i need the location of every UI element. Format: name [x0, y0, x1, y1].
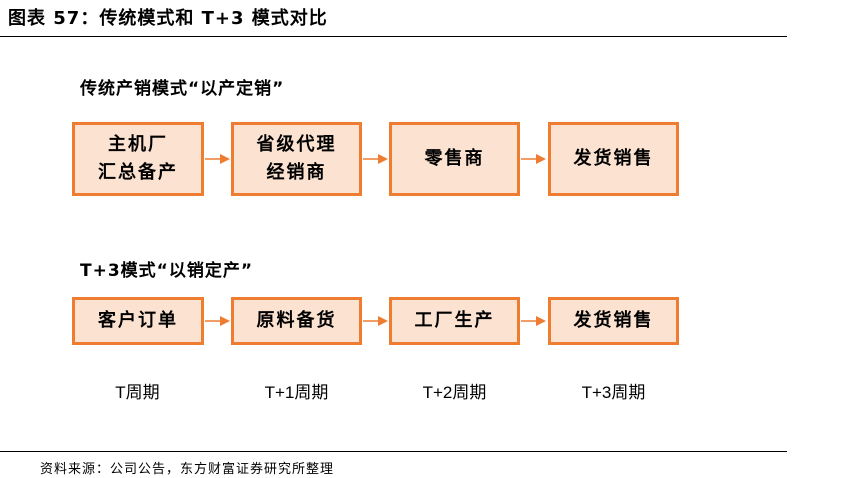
traditional-step-4: 发货销售	[548, 122, 679, 196]
traditional-step-1: 主机厂 汇总备产	[72, 122, 204, 196]
arrow-right-icon	[205, 154, 230, 164]
t3-step-2-label: 原料备货	[256, 310, 337, 331]
footer-divider	[0, 451, 787, 452]
traditional-step-2-line1: 省级代理	[256, 134, 337, 155]
traditional-step-4-line1: 发货销售	[573, 148, 654, 169]
traditional-step-2: 省级代理 经销商	[231, 122, 362, 196]
period-label-t: T周期	[115, 383, 160, 402]
arrow-right-icon	[205, 316, 230, 326]
t3-step-4-label: 发货销售	[573, 310, 654, 331]
traditional-step-3-line1: 零售商	[424, 148, 485, 169]
period-label-t3: T+3周期	[581, 383, 646, 402]
arrow-right-icon	[521, 154, 546, 164]
t3-step-1-label: 客户订单	[98, 310, 178, 331]
period-label-t1: T+1周期	[264, 383, 329, 402]
t3-step-3-label: 工厂生产	[414, 310, 495, 331]
title-divider	[0, 36, 787, 37]
figure-title: 图表 57：传统模式和 T+3 模式对比	[8, 8, 328, 29]
t3-step-3: 工厂生产	[389, 297, 520, 345]
traditional-step-1-line1: 主机厂	[108, 134, 168, 155]
t3-step-4: 发货销售	[548, 297, 679, 345]
arrow-right-icon	[363, 154, 388, 164]
source-note: 资料来源：公司公告，东方财富证券研究所整理	[40, 462, 335, 477]
traditional-step-3: 零售商	[389, 122, 520, 196]
period-label-t2: T+2周期	[422, 383, 487, 402]
t3-step-1: 客户订单	[72, 297, 204, 345]
traditional-step-2-line2: 经销商	[266, 162, 327, 183]
traditional-step-1-line2: 汇总备产	[98, 162, 178, 183]
traditional-mode-label: 传统产销模式“以产定销”	[80, 79, 285, 99]
arrow-right-icon	[363, 316, 388, 326]
t3-step-2: 原料备货	[231, 297, 362, 345]
t3-mode-label: T+3模式“以销定产”	[80, 261, 254, 281]
arrow-right-icon	[521, 316, 546, 326]
